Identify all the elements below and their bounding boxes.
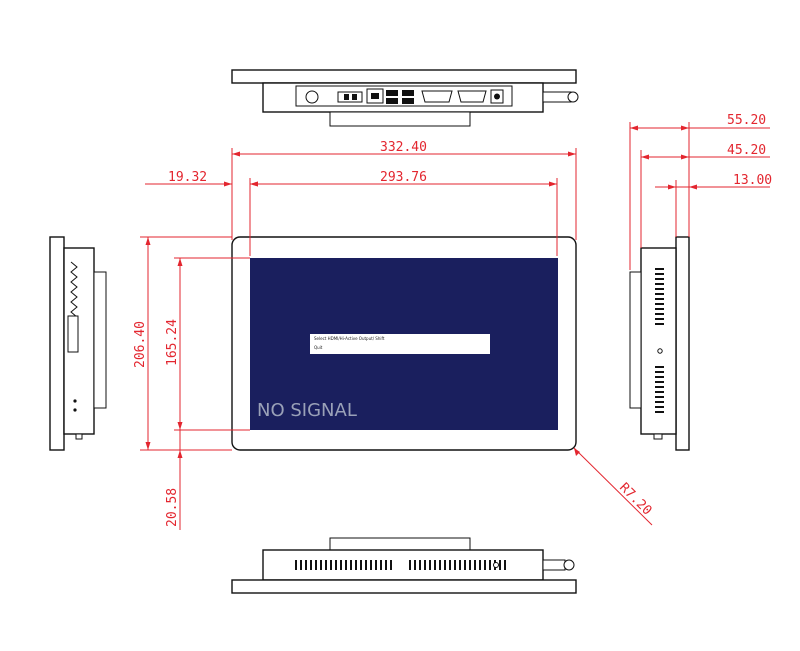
vent-slot: [655, 308, 664, 310]
vent-slot: [655, 303, 664, 305]
vent-slot: [355, 560, 357, 570]
vent-slot: [655, 406, 664, 408]
dim-depth-body: 45.20: [727, 143, 766, 158]
dim-bezel-left: 19.32: [168, 170, 207, 185]
dim-depth-front: 13.00: [733, 173, 772, 188]
vent-slot: [489, 560, 491, 570]
vent-slot: [479, 560, 481, 570]
vent-slot: [504, 560, 506, 570]
vent-slot: [295, 560, 297, 570]
vent-slot: [454, 560, 456, 570]
screw-hole: [493, 562, 499, 568]
vent-slot: [484, 560, 486, 570]
vent-slot: [449, 560, 451, 570]
vent-slot: [655, 323, 664, 325]
dim-screen-height: 165.24: [165, 319, 180, 366]
usb-port-icon: [402, 90, 414, 96]
vga-port-icon: [457, 90, 487, 103]
switch-port-icon: [337, 91, 363, 103]
dim-bezel-bottom: 20.58: [165, 488, 180, 527]
vent-slot: [655, 366, 664, 368]
power-port-icon: [305, 90, 319, 104]
vent-slot: [655, 376, 664, 378]
osd-dialog: [310, 334, 490, 354]
vent-slot: [340, 560, 342, 570]
vent-slot: [390, 560, 392, 570]
vent-slot: [414, 560, 416, 570]
vent-slot: [370, 560, 372, 570]
vent-slot: [655, 268, 664, 270]
right-side-view: [629, 236, 690, 451]
dim-corner-radius: R7.20: [616, 480, 654, 518]
front-view: Select HDMI/Hi-Active Output/ Shift Quit…: [231, 236, 577, 451]
dim-overall-width: 332.40: [380, 140, 427, 155]
vent-slot: [424, 560, 426, 570]
vent-slot: [325, 560, 327, 570]
vent-slot: [464, 560, 466, 570]
vent-slot: [330, 560, 332, 570]
dim-overall-height: 206.40: [133, 321, 148, 368]
dimension-lines: [140, 122, 770, 530]
antenna-icon: [542, 91, 572, 103]
vent-slot: [459, 560, 461, 570]
vent-slot: [320, 560, 322, 570]
top-view: [231, 69, 579, 127]
vent-slot: [655, 386, 664, 388]
vent-slot: [310, 560, 312, 570]
vent-slot: [655, 401, 664, 403]
bottom-view: [231, 537, 577, 594]
osd-dialog-option: Quit: [314, 345, 323, 350]
vent-slot: [434, 560, 436, 570]
vent-slot: [499, 560, 501, 570]
vent-slot: [429, 560, 431, 570]
vent-slot: [365, 560, 367, 570]
vent-slot: [655, 283, 664, 285]
dim-screen-width: 293.76: [380, 170, 427, 185]
vent-slot: [409, 560, 411, 570]
vent-slot: [474, 560, 476, 570]
vent-slot: [655, 313, 664, 315]
vent-slot: [655, 288, 664, 290]
vent-slot: [350, 560, 352, 570]
vent-slot: [380, 560, 382, 570]
vent-slot: [315, 560, 317, 570]
vent-slot: [444, 560, 446, 570]
vent-slot: [375, 560, 377, 570]
vent-slot: [335, 560, 337, 570]
usb-port-icon: [386, 90, 398, 96]
no-signal-text: NO SIGNAL: [257, 400, 357, 421]
vent-slot: [655, 318, 664, 320]
vent-slot: [655, 411, 664, 413]
vent-slot: [655, 396, 664, 398]
vent-slot: [655, 371, 664, 373]
left-side-view: [49, 236, 107, 451]
vent-slot: [655, 273, 664, 275]
vent-slot: [655, 278, 664, 280]
osd-dialog-title: Select HDMI/Hi-Active Output/ Shift: [314, 336, 385, 341]
vent-slot: [345, 560, 347, 570]
vent-slot: [655, 298, 664, 300]
vent-slot: [385, 560, 387, 570]
vent-slot: [419, 560, 421, 570]
vent-slot: [360, 560, 362, 570]
vent-slot: [469, 560, 471, 570]
com-port-icon: [421, 90, 453, 103]
vent-slot: [439, 560, 441, 570]
vent-slot: [655, 391, 664, 393]
vent-slot: [655, 293, 664, 295]
dim-depth-total: 55.20: [727, 113, 766, 128]
vent-slot: [655, 381, 664, 383]
vent-slot: [305, 560, 307, 570]
vent-slot: [300, 560, 302, 570]
